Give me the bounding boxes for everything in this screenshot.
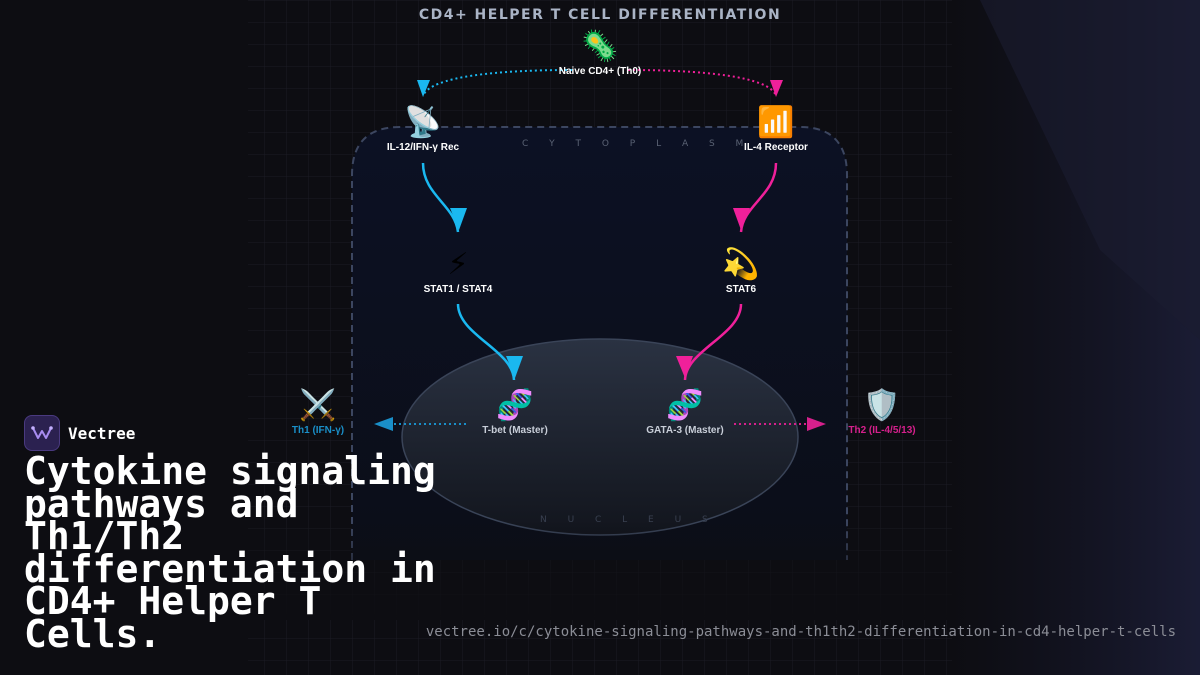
vectree-logo-icon — [24, 415, 60, 451]
th2-arrowhead-output — [807, 417, 826, 431]
node-gata3-label: GATA-3 (Master) — [646, 425, 724, 436]
node-naive-label: Naive CD4+ (Th0) — [558, 66, 642, 77]
source-url[interactable]: vectree.io/c/cytokine-signaling-pathways… — [425, 624, 1176, 640]
nucleus-label: N U C L E U S — [540, 515, 717, 525]
node-th2-label: Th2 (IL-4/5/13) — [848, 425, 916, 436]
dna-icon: 🧬 — [496, 388, 534, 423]
th2-arrowhead-top — [770, 80, 783, 97]
th1-arrowhead-stat — [450, 208, 467, 230]
brand: Vectree — [24, 415, 135, 451]
node-stat1-stat4-label: STAT1 / STAT4 — [423, 284, 493, 295]
dizzy-star-icon: 💫 — [722, 247, 760, 282]
decorative-panel — [980, 0, 1200, 340]
th2-arrowhead-gata3 — [676, 356, 693, 378]
th1-arrowhead-top — [417, 80, 430, 97]
microbe-icon: 🦠 — [581, 29, 619, 64]
lightning-icon: ⚡ — [447, 247, 469, 282]
th2-arrowhead-stat — [733, 208, 750, 230]
th1-arrowhead-output — [374, 417, 393, 431]
node-il4-label: IL-4 Receptor — [744, 142, 808, 153]
node-tbet: 🧬 T-bet (Master) — [440, 388, 590, 437]
th1-arrow-receptor-stat — [421, 162, 460, 233]
dna-icon: 🧬 — [666, 388, 704, 423]
node-il4-receptor: 📶 IL-4 Receptor — [701, 105, 851, 154]
node-gata3: 🧬 GATA-3 (Master) — [610, 388, 760, 437]
page-headline: Cytokine signaling pathways and Th1/Th2 … — [24, 449, 436, 656]
node-th1-label: Th1 (IFN-γ) — [291, 425, 345, 436]
node-stat6-label: STAT6 — [725, 284, 757, 295]
crossed-swords-icon: ⚔️ — [299, 388, 337, 423]
diagram-title: CD4+ HELPER T CELL DIFFERENTIATION — [418, 7, 782, 23]
brand-name: Vectree — [68, 423, 136, 443]
node-th1: ⚔️ Th1 (IFN-γ) — [243, 388, 393, 437]
shield-icon: 🛡️ — [863, 388, 901, 423]
cytoplasm-label: C Y T O P L A S M — [522, 139, 753, 149]
th1-arrowhead-tbet — [506, 356, 523, 378]
node-il12-label: IL-12/IFN-γ Rec — [386, 142, 460, 153]
node-stat1-stat4: ⚡ STAT1 / STAT4 — [383, 247, 533, 296]
bottom-fade — [248, 520, 952, 620]
node-th2: 🛡️ Th2 (IL-4/5/13) — [807, 388, 957, 437]
antenna-bars-icon: 📶 — [757, 105, 795, 140]
node-stat6: 💫 STAT6 — [666, 247, 816, 296]
node-naive-cd4: 🦠 Naive CD4+ (Th0) — [525, 29, 675, 78]
th1-dotted-link-top — [422, 69, 573, 97]
th1-arrow-stat-tbet — [456, 303, 516, 381]
node-il12-receptor: 📡 IL-12/IFN-γ Rec — [348, 105, 498, 154]
satellite-antenna-icon: 📡 — [404, 105, 442, 140]
node-tbet-label: T-bet (Master) — [482, 425, 548, 436]
th2-dotted-link-top — [627, 69, 777, 97]
nucleus-boundary — [401, 338, 799, 536]
